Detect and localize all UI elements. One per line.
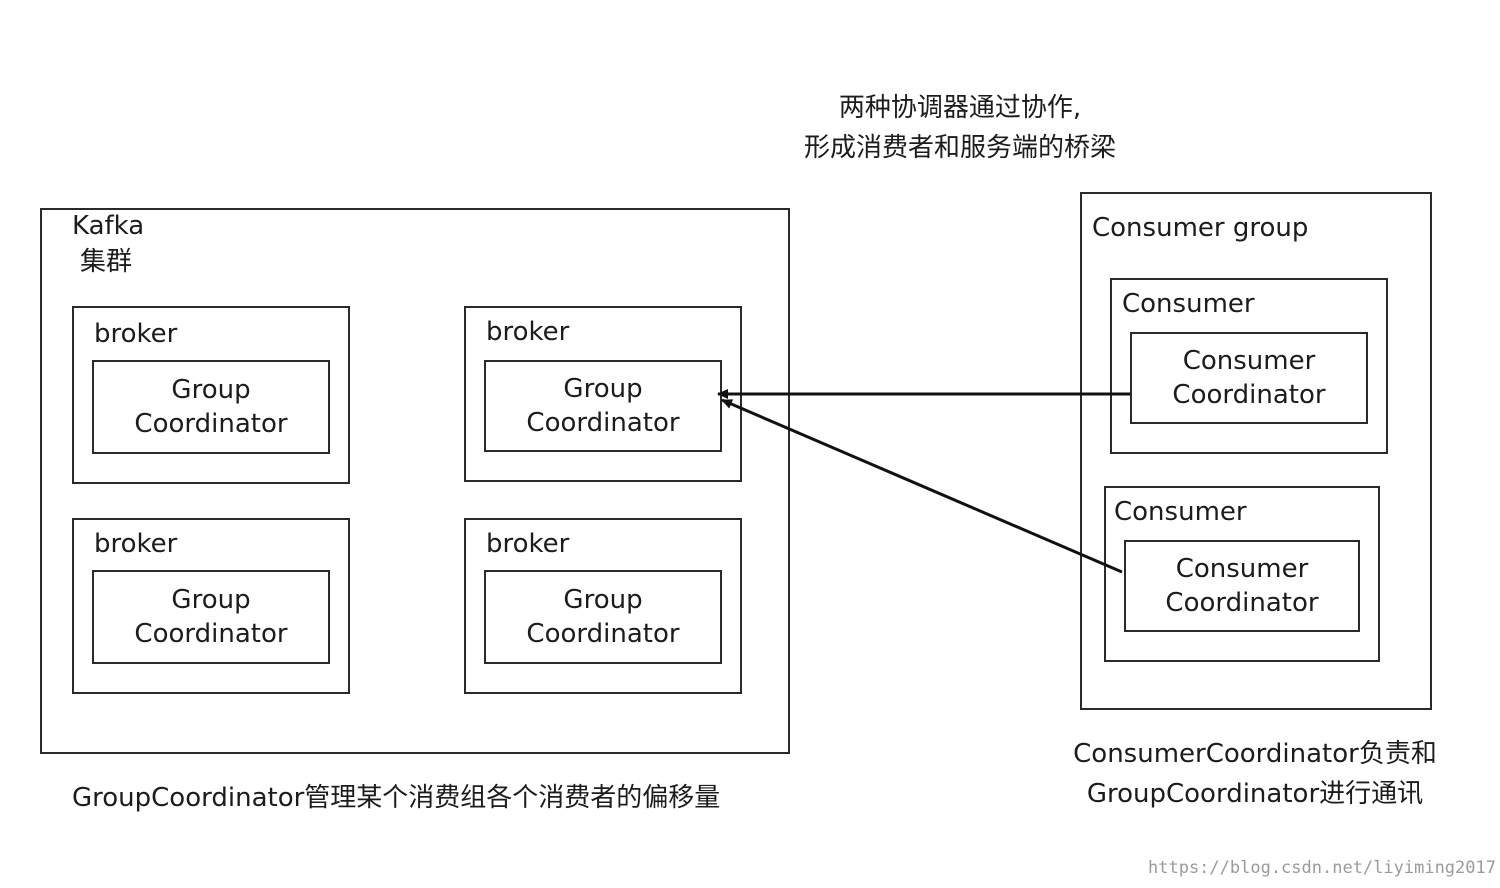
consumer-label: Consumer: [1122, 289, 1255, 319]
top-note-line-1: 两种协调器通过协作,: [838, 93, 1082, 123]
consumer-coordinator-line-1: Consumer: [1182, 346, 1316, 376]
consumer-coordinator-line-2: Coordinator: [1165, 588, 1319, 618]
broker-label: broker: [486, 529, 570, 559]
watermark-text: https://blog.csdn.net/liyiming2017: [1148, 858, 1496, 878]
kafka-cluster-title-line-2: 集群: [80, 247, 133, 277]
broker-label: broker: [94, 529, 178, 559]
consumer-label: Consumer: [1114, 497, 1247, 527]
top-note: 两种协调器通过协作, 形成消费者和服务端的桥梁: [760, 88, 1160, 168]
consumer-box: [1104, 486, 1380, 662]
consumer-box: [1110, 278, 1388, 454]
consumer-coordinator-line-1: Consumer: [1175, 554, 1309, 584]
arrow-consumer-2-to-group-coordinator: [721, 398, 1123, 574]
consumer-group-box: [1080, 192, 1432, 710]
consumer-coordinator-box: Consumer Coordinator: [1130, 332, 1368, 424]
consumer-coordinator-line-2: Coordinator: [1172, 380, 1326, 410]
group-coordinator-line-2: Coordinator: [526, 619, 680, 649]
consumer-group-caption: ConsumerCoordinator负责和 GroupCoordinator进…: [1064, 734, 1446, 814]
top-note-line-2: 形成消费者和服务端的桥梁: [803, 133, 1116, 163]
broker-label: broker: [94, 319, 178, 349]
broker-box: [72, 518, 350, 694]
broker-label: broker: [486, 317, 570, 347]
consumer-coordinator-box: Consumer Coordinator: [1124, 540, 1360, 632]
consumer-group-caption-line-1: ConsumerCoordinator负责和: [1073, 739, 1437, 769]
consumer-group-title: Consumer group: [1092, 213, 1309, 243]
group-coordinator-line-1: Group: [171, 375, 251, 405]
group-coordinator-line-1: Group: [563, 585, 643, 615]
consumer-group-caption-line-2: GroupCoordinator进行通讯: [1086, 779, 1424, 809]
group-coordinator-line-2: Coordinator: [526, 408, 680, 438]
group-coordinator-box: Group Coordinator: [92, 360, 330, 454]
group-coordinator-box: Group Coordinator: [484, 360, 722, 452]
group-coordinator-box: Group Coordinator: [484, 570, 722, 664]
broker-box: [72, 306, 350, 484]
group-coordinator-line-2: Coordinator: [134, 619, 288, 649]
kafka-cluster-caption: GroupCoordinator管理某个消费组各个消费者的偏移量: [72, 783, 721, 813]
group-coordinator-line-2: Coordinator: [134, 409, 288, 439]
broker-box: [464, 518, 742, 694]
group-coordinator-line-1: Group: [171, 585, 251, 615]
group-coordinator-box: Group Coordinator: [92, 570, 330, 664]
group-coordinator-line-1: Group: [563, 374, 643, 404]
kafka-cluster-title-line-1: Kafka: [72, 211, 145, 241]
kafka-cluster-box: [40, 208, 790, 754]
